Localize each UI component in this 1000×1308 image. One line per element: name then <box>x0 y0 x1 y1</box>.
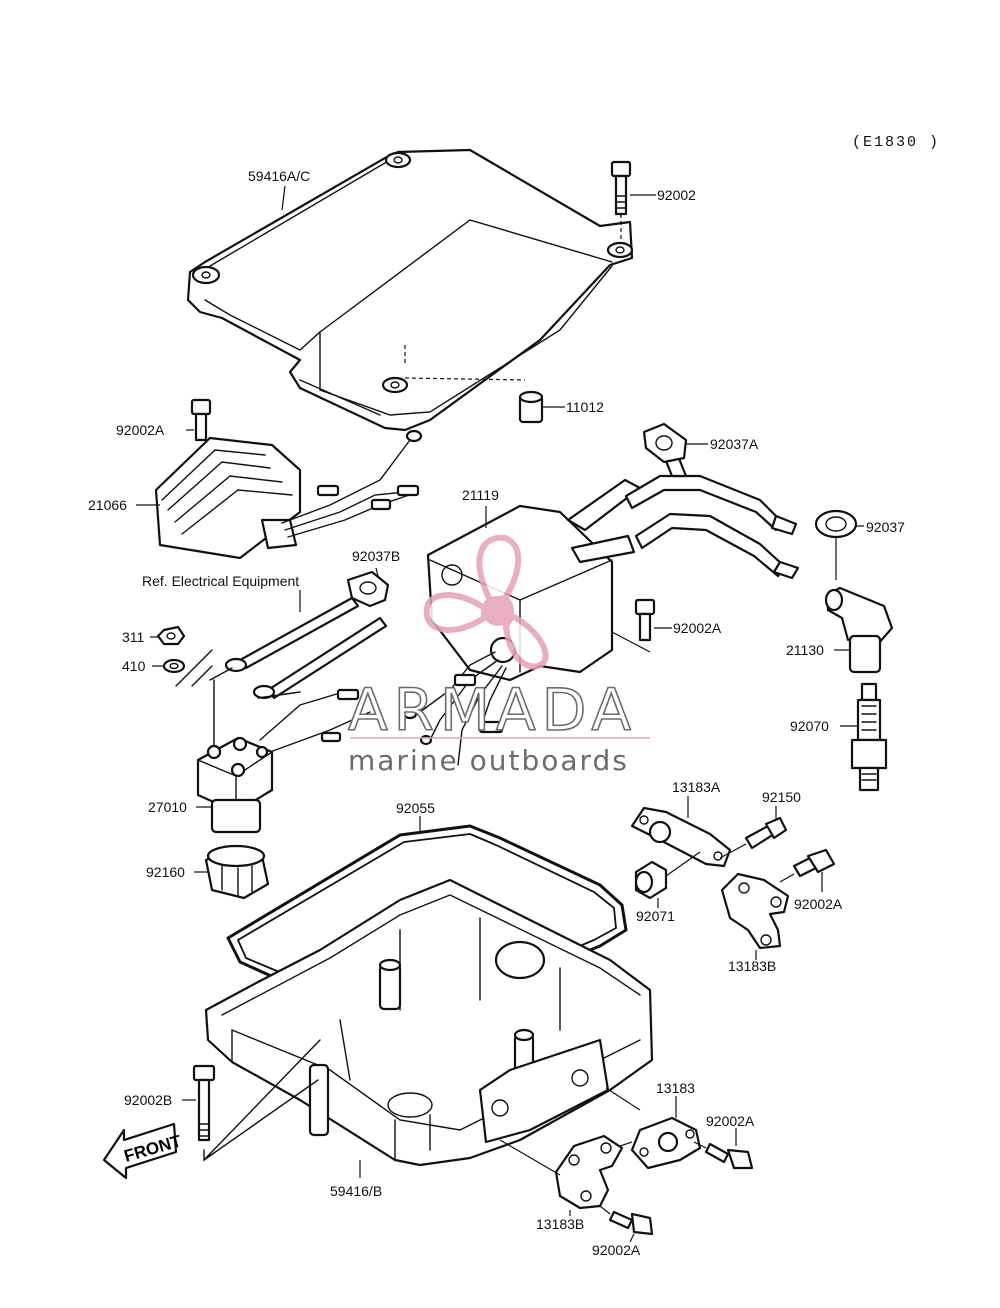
reference-code: (E1830 ) <box>852 134 940 151</box>
wiring-harness <box>209 596 388 753</box>
label-case: 59416/B <box>330 1183 382 1199</box>
case-part <box>204 878 654 1167</box>
label-bolt-92002b: 92002B <box>124 1092 172 1108</box>
washer-part <box>162 658 186 674</box>
label-plate-13183b-upper: 13183B <box>728 958 776 974</box>
label-bolt-92150: 92150 <box>762 789 801 805</box>
note-ref-electrical: Ref. Electrical Equipment <box>142 573 299 589</box>
watermark-tagline: marine outboards <box>348 744 629 777</box>
ht-cables <box>624 454 800 580</box>
label-spark-plug: 92070 <box>790 718 829 734</box>
bolt-bottom-part <box>599 1205 654 1236</box>
label-bolt-top: 92002 <box>657 187 696 203</box>
label-bolt-coil: 92002A <box>673 620 722 636</box>
bolt-lower-right-part <box>693 1141 754 1170</box>
label-plug-cap: 21130 <box>786 642 824 658</box>
bolt-right-part <box>779 848 836 883</box>
plate-13183b-upper-part <box>720 872 790 950</box>
damper-92071-part <box>634 851 701 900</box>
clamp-b-leader <box>375 567 379 577</box>
label-plate-13183: 13183 <box>656 1080 695 1096</box>
bolt-coil-pointer <box>611 631 651 653</box>
bolt-92002b-part <box>192 1039 321 1162</box>
plug-cap-part <box>824 586 894 674</box>
label-clamp: 92037 <box>866 519 905 535</box>
label-bolt-right: 92002A <box>794 896 843 912</box>
label-grommet: 92160 <box>146 864 185 880</box>
spark-plug-part <box>850 682 888 792</box>
cover-part <box>186 148 634 432</box>
regulator-part <box>154 398 423 560</box>
label-collar: 11012 <box>566 399 604 415</box>
label-plate-13183a: 13183A <box>672 779 721 795</box>
label-bolt-lower-right: 92002A <box>706 1113 755 1129</box>
bolt-bottom-leader <box>629 1233 635 1243</box>
label-clamp-a: 92037A <box>710 436 759 452</box>
bolt-coil-part <box>634 598 656 642</box>
clamp-part <box>814 509 858 539</box>
clamp-a-part <box>642 422 688 464</box>
front-arrow-icon <box>102 1122 178 1180</box>
coil-unit-part <box>402 478 642 766</box>
plate-13183b-lower-part <box>499 1134 624 1210</box>
relay-part <box>196 679 274 834</box>
watermark-logo-icon <box>423 534 549 670</box>
label-bolt-bottom: 92002A <box>592 1242 641 1258</box>
plate-13183-part <box>605 1087 702 1170</box>
label-regulator: 21066 <box>88 497 127 513</box>
label-plate-13183b-lower: 13183B <box>536 1216 584 1232</box>
label-gasket: 92055 <box>396 800 435 816</box>
label-nut: 311 <box>122 629 145 645</box>
zigzag-mark <box>175 649 213 687</box>
watermark-brand: ARMADA <box>348 676 637 744</box>
grommet-part <box>204 844 270 900</box>
label-cover: 59416A/C <box>248 168 310 184</box>
label-relay: 27010 <box>148 799 187 815</box>
plate-13183a-part <box>630 806 732 868</box>
cover-leader <box>281 185 286 211</box>
label-damper-92071: 92071 <box>636 908 675 924</box>
nut-part <box>156 625 186 646</box>
label-bolt-regulator: 92002A <box>116 422 165 438</box>
collar-part <box>518 390 544 424</box>
label-washer: 410 <box>122 658 146 674</box>
label-coil-unit: 21119 <box>462 487 499 503</box>
bolt-top-part <box>610 160 632 240</box>
label-clamp-b: 92037B <box>352 548 400 564</box>
bolt-92150-part <box>719 816 788 859</box>
